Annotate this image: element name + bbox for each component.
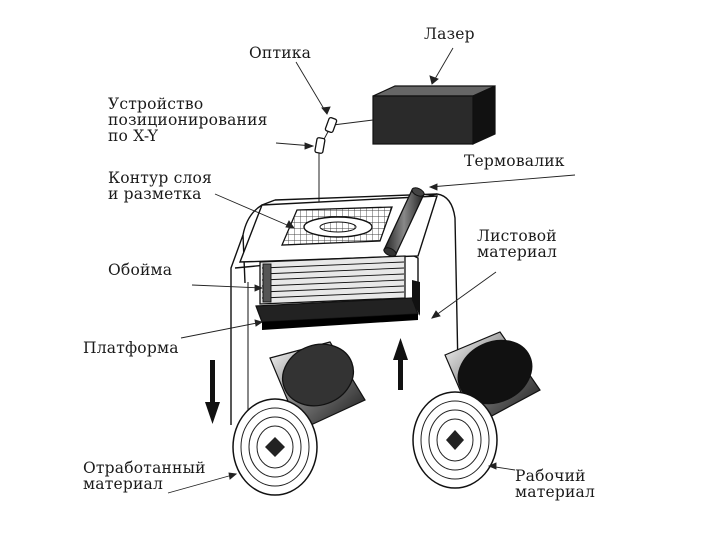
sheet-material-label-line-2: материал [477, 243, 557, 261]
spent-material-label-line-1: Отработанный [83, 459, 206, 477]
optics-mirror [314, 116, 338, 154]
positioner-label: Устройство позиционирования по X-Y [108, 96, 268, 144]
down-arrow [205, 360, 220, 424]
up-arrow [393, 338, 408, 390]
spent-material-label: Отработанный материал [83, 460, 206, 492]
holder-stack [259, 255, 406, 305]
working-material-roll [412, 331, 541, 489]
platform [255, 280, 420, 330]
positioner-label-line-3: по X-Y [108, 127, 159, 145]
sheet-material-label: Листовой материал [477, 228, 557, 260]
contour-label: Контур слоя и разметка [108, 170, 212, 202]
working-material-label: Рабочий материал [515, 468, 595, 500]
hot-roller-label: Термовалик [464, 152, 565, 170]
positioner-label-line-1: Устройство [108, 95, 204, 113]
holder-label: Обойма [108, 261, 173, 279]
working-material-label-line-2: материал [515, 483, 595, 501]
optics-label: Оптика [249, 44, 312, 62]
contour-label-line-1: Контур слоя [108, 169, 213, 187]
spent-material-label-line-2: материал [83, 475, 163, 493]
layer-contour-grid [280, 206, 393, 246]
spent-material-roll [232, 341, 366, 496]
platform-label: Платформа [83, 339, 179, 357]
leader-lines [167, 47, 576, 494]
positioner-label-line-2: позиционирования [108, 111, 268, 129]
laser-label: Лазер [424, 25, 475, 43]
contour-label-line-2: и разметка [108, 185, 202, 203]
laser-box [372, 85, 496, 145]
working-material-label-line-1: Рабочий [515, 467, 586, 485]
sheet-material-label-line-1: Листовой [477, 227, 557, 245]
hot-roller [383, 187, 425, 257]
